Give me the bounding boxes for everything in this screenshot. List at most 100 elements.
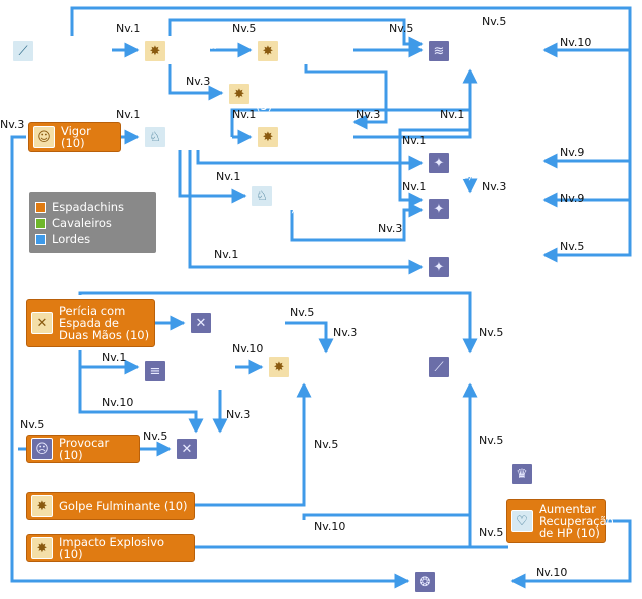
level-label: Nv.5 bbox=[314, 438, 339, 451]
relax-icon: ❂ bbox=[414, 571, 436, 593]
skill-estocada[interactable]: ✸ Estocada (10) bbox=[253, 36, 353, 66]
skill-label: Lança Bumerangue (5) bbox=[256, 75, 331, 113]
legend-swatch bbox=[35, 217, 46, 229]
legend-label: Espadachins bbox=[52, 200, 125, 214]
level-label: Nv.5 bbox=[389, 22, 414, 35]
heart-icon: ♡ bbox=[511, 510, 533, 532]
skill-label: Provocar (10) bbox=[59, 436, 110, 462]
legend-item-cavaleiros: Cavaleiros bbox=[35, 216, 112, 230]
skill-montaria[interactable]: ♘ Montaria (1) bbox=[140, 122, 232, 152]
level-label: Nv.10 bbox=[560, 36, 592, 49]
skill-label: Impacto de Tyr (10) bbox=[296, 354, 361, 380]
level-label: Nv.1 bbox=[402, 180, 427, 193]
level-label: Nv.3 bbox=[0, 118, 25, 131]
skill-relaxar[interactable]: ❂ Relaxar (1) bbox=[410, 568, 507, 596]
skill-lamina-aura[interactable]: ⟋ Lâmina de Aura (5) bbox=[424, 352, 542, 382]
skill-rapidez-duas-maos[interactable]: ≡ Rapidez com Duas Mãos (10) bbox=[140, 350, 235, 392]
skill-label: Aparar Golpe (10) bbox=[204, 436, 265, 462]
skill-label: Montaria (1) bbox=[172, 124, 223, 150]
level-label: Nv.3 bbox=[378, 222, 403, 235]
skill-contra-ataque[interactable]: ✕ Contra Ataque (5) bbox=[186, 308, 285, 338]
skill-label: Lâmina de Aura (5) bbox=[456, 354, 517, 380]
skill-dedicacao[interactable]: ✦ Dedicação (5) bbox=[424, 253, 542, 281]
level-label: Nv.3 bbox=[186, 75, 211, 88]
level-label: Nv.5 bbox=[479, 326, 504, 339]
skill-label: Dedicação (5) bbox=[456, 260, 537, 274]
level-label: Nv.5 bbox=[479, 526, 504, 539]
skill-label: Frenesi (1) bbox=[539, 467, 600, 481]
skill-vigor[interactable]: ☺ Vigor (10) bbox=[28, 122, 121, 152]
level-label: Nv.5 bbox=[560, 240, 585, 253]
skill-label: Relaxar (1) bbox=[442, 569, 486, 595]
legend: Espadachins Cavaleiros Lordes bbox=[29, 192, 156, 253]
brandish-icon: ✸ bbox=[257, 126, 279, 148]
skill-pericia-lanca[interactable]: ⟋ Perícia com Lança (10) bbox=[8, 36, 112, 66]
legend-swatch bbox=[35, 233, 46, 245]
skill-frenesi[interactable]: ♛ Frenesi (1) bbox=[507, 461, 606, 487]
skill-label: Perícia em Montaria (5) bbox=[279, 177, 340, 215]
skill-impacto-tyr[interactable]: ✸ Impacto de Tyr (10) bbox=[264, 352, 365, 382]
skill-label: Estocada (10) bbox=[285, 38, 338, 64]
boomerang-icon: ✸ bbox=[228, 83, 250, 105]
legend-item-espadachins: Espadachins bbox=[35, 200, 124, 214]
skill-label: Aumentar Recuperação de HP (10) bbox=[539, 502, 614, 540]
vigor-icon: ☺ bbox=[33, 126, 55, 148]
level-label: Nv.5 bbox=[290, 306, 315, 319]
skill-pericia-duas-maos[interactable]: ✕ Perícia com Espada de Duas Mãos (10) bbox=[26, 299, 155, 347]
skill-label: Rapidez com Duas Mãos (10) bbox=[172, 352, 230, 390]
level-label: Nv.1 bbox=[216, 170, 241, 183]
skill-brandir-lanca[interactable]: ✸ Brandir Lança (10) bbox=[253, 122, 353, 152]
level-label: Nv.10 bbox=[232, 342, 264, 355]
skill-perfurar-espiral[interactable]: ≋ Perfurar em Espiral (5) bbox=[424, 36, 542, 66]
level-label: Nv.3 bbox=[226, 408, 251, 421]
legend-swatch bbox=[35, 201, 46, 213]
lance-icon: ⟋ bbox=[12, 40, 34, 62]
skill-impacto-explosivo[interactable]: ✸ Impacto Explosivo (10) bbox=[26, 534, 195, 562]
level-label: Nv.1 bbox=[116, 22, 141, 35]
level-label: Nv.3 bbox=[482, 180, 507, 193]
level-label: Nv.9 bbox=[560, 146, 585, 159]
skill-provocar[interactable]: ☹ Provocar (10) bbox=[26, 435, 140, 463]
tyr-icon: ✸ bbox=[268, 356, 290, 378]
explosion-icon: ✸ bbox=[31, 537, 53, 559]
spiral-icon: ≋ bbox=[428, 40, 450, 62]
skill-golpe-fulminante[interactable]: ✸ Golpe Fulminante (10) bbox=[26, 492, 195, 520]
level-label: Nv.1 bbox=[116, 108, 141, 121]
pierce-icon: ✸ bbox=[144, 40, 166, 62]
skill-golpe-traumatico[interactable]: ✦ Golpe Traumático (5) bbox=[424, 144, 542, 182]
level-label: Nv.5 bbox=[20, 418, 45, 431]
level-label: Nv.1 bbox=[232, 108, 257, 121]
skill-label: Perícia com Lança (10) bbox=[40, 38, 107, 64]
level-label: Nv.1 bbox=[402, 134, 427, 147]
parry-icon: ✕ bbox=[176, 438, 198, 460]
skill-lanca-bumerangue[interactable]: ✸ Lança Bumerangue (5) bbox=[224, 75, 352, 113]
quicken-icon: ≡ bbox=[144, 360, 166, 382]
level-label: Nv.1 bbox=[214, 248, 239, 261]
skill-label: Perfurar em Espiral (5) bbox=[456, 38, 525, 64]
skill-label: Perícia com Espada de Duas Mãos (10) bbox=[59, 304, 150, 342]
riding-icon: ♘ bbox=[251, 185, 273, 207]
twohand-icon: ✕ bbox=[31, 312, 53, 334]
skill-perfurar[interactable]: ✸ Perfurar (10) bbox=[140, 36, 218, 66]
level-label: Nv.5 bbox=[232, 22, 257, 35]
skill-aparar-golpe[interactable]: ✕ Aparar Golpe (10) bbox=[172, 434, 274, 464]
skill-label: Contra Ataque (5) bbox=[218, 310, 279, 336]
skill-label: Golpe Traumático (5) bbox=[456, 144, 520, 182]
legend-label: Lordes bbox=[52, 232, 91, 246]
level-label: Nv.1 bbox=[102, 351, 127, 364]
level-label: Nv.3 bbox=[333, 326, 358, 339]
level-label: Nv.5 bbox=[143, 430, 168, 443]
thrust-icon: ✸ bbox=[257, 40, 279, 62]
level-label: Nv.9 bbox=[560, 192, 585, 205]
skill-aumentar-recuperacao[interactable]: ♡ Aumentar Recuperação de HP (10) bbox=[506, 499, 614, 543]
skill-ataque-vital[interactable]: ✦ Ataque Vital (10) bbox=[424, 194, 542, 224]
level-label: Nv.10 bbox=[314, 520, 346, 533]
bash-icon: ✸ bbox=[31, 495, 53, 517]
skill-label: Vigor (10) bbox=[61, 124, 91, 150]
level-label: Nv.5 bbox=[482, 15, 507, 28]
legend-item-lordes: Lordes bbox=[35, 232, 90, 246]
devotion-icon: ✦ bbox=[428, 256, 450, 278]
skill-pericia-montaria[interactable]: ♘ Perícia em Montaria (5) bbox=[247, 177, 353, 215]
skill-label: Ataque Vital (10) bbox=[456, 196, 509, 222]
